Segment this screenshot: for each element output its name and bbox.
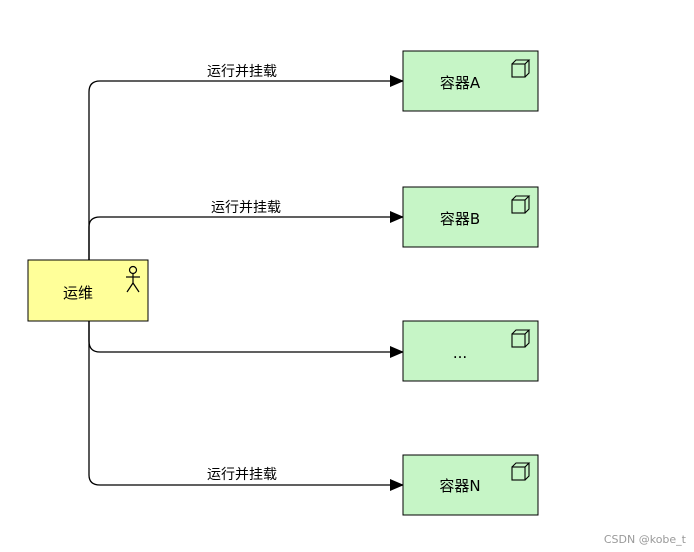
container-node-a[interactable]: 容器A	[402, 50, 539, 112]
edge-labels: 运行并挂载 运行并挂载 运行并挂载	[207, 64, 281, 483]
edge-to-container-dots	[88, 321, 404, 358]
cube-icon	[511, 59, 531, 78]
watermark: CSDN @kobe_t	[603, 533, 686, 546]
container-label: 容器B	[440, 210, 480, 228]
edge-to-container-n	[88, 321, 404, 491]
cube-icon	[511, 329, 531, 348]
container-label: 容器N	[439, 477, 480, 495]
actor-label: 运维	[63, 284, 93, 302]
edge-label: 运行并挂载	[211, 200, 281, 216]
cube-icon	[511, 462, 531, 481]
stick-figure-icon	[126, 265, 140, 293]
cube-icon	[511, 195, 531, 214]
edge-label: 运行并挂载	[207, 64, 277, 80]
container-node-ellipsis[interactable]: ...	[402, 320, 539, 382]
connectors	[88, 75, 404, 491]
container-label: ...	[453, 344, 467, 362]
container-box	[402, 454, 539, 516]
edge-to-container-a	[88, 75, 404, 260]
container-label: 容器A	[440, 74, 481, 92]
edge-to-container-b	[88, 211, 404, 260]
container-node-b[interactable]: 容器B	[402, 186, 539, 248]
actor-node[interactable]: 运维	[27, 259, 149, 322]
container-node-n[interactable]: 容器N	[402, 454, 539, 516]
edge-label: 运行并挂载	[207, 467, 277, 483]
